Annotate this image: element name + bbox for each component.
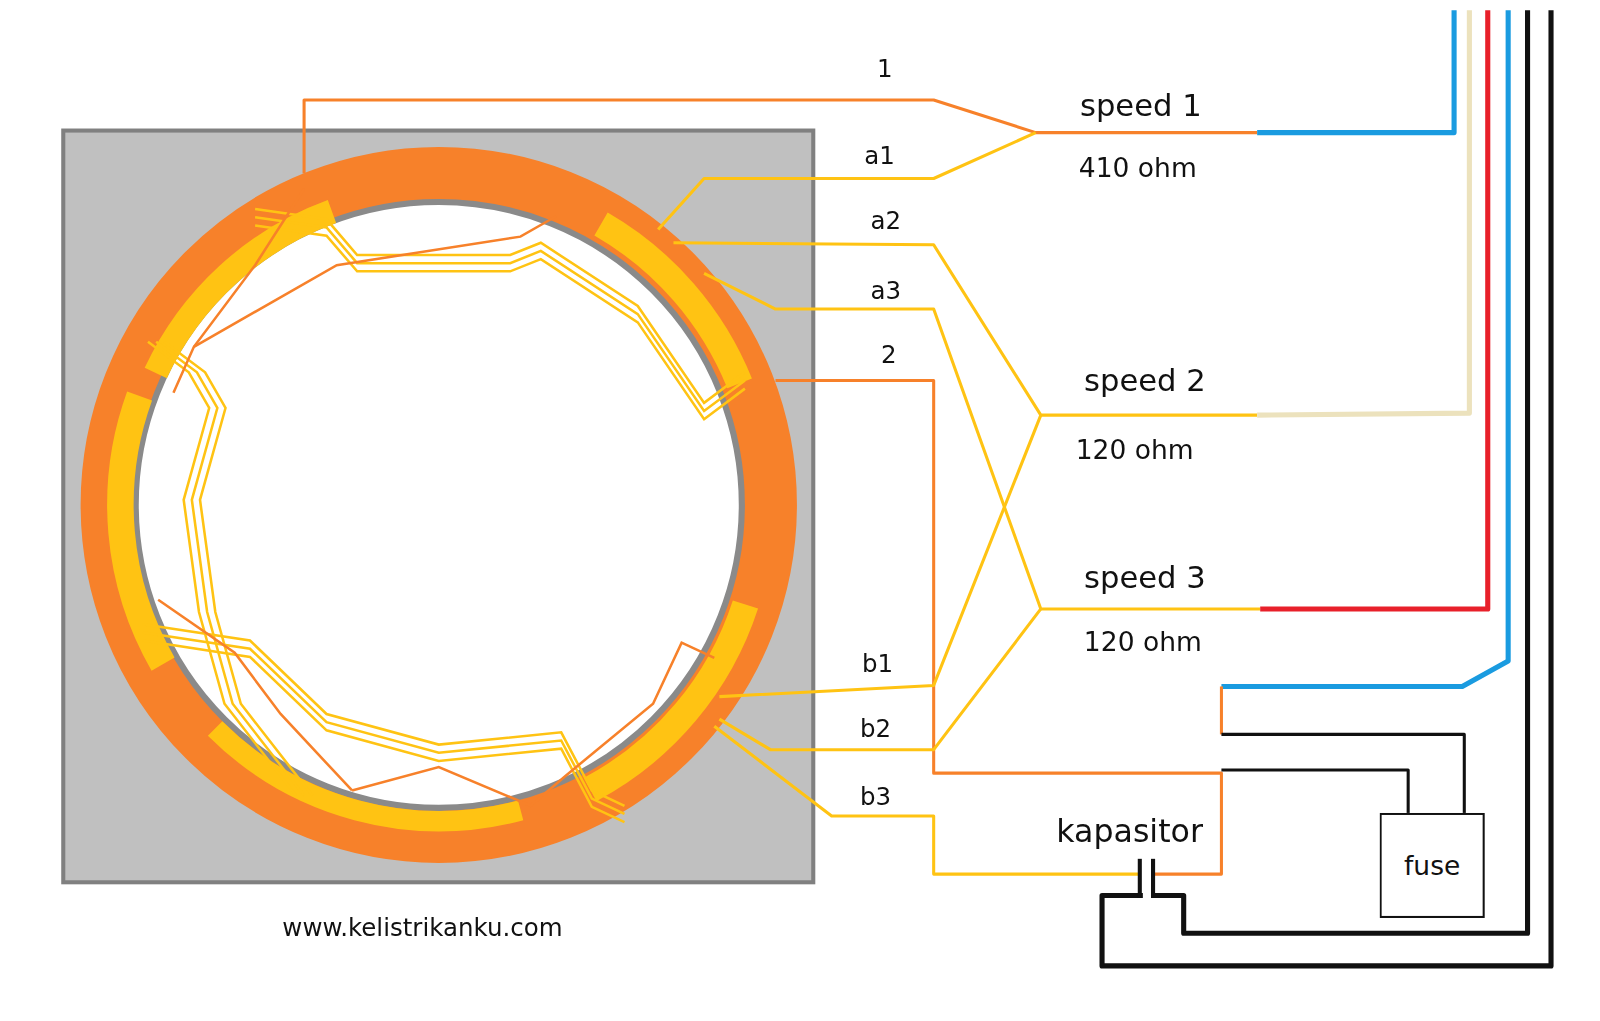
coil-group	[156, 212, 332, 373]
capacitor-symbol	[1151, 859, 1155, 898]
lead-name: a2	[870, 208, 901, 235]
coil-group	[120, 396, 163, 664]
fuse-box: fuse	[1380, 813, 1485, 918]
speed-label: speed 3	[1084, 560, 1206, 594]
wire	[673, 243, 1257, 415]
wire	[1151, 10, 1528, 933]
wire	[719, 609, 1040, 750]
wire	[1257, 10, 1454, 132]
watermark: www.kelistrikanku.com	[282, 915, 562, 942]
coil-winding	[148, 342, 296, 796]
speed-label: speed 1	[1080, 88, 1202, 122]
lead-name: b3	[860, 783, 891, 810]
coil-winding	[158, 600, 352, 791]
wire	[1221, 734, 1464, 813]
coil-winding	[156, 342, 304, 796]
resistance-value: 120 ohm	[1076, 435, 1194, 464]
speed-label: speed 2	[1084, 364, 1206, 398]
lead-name: a3	[870, 277, 901, 304]
wire	[719, 415, 1040, 697]
wire	[1221, 770, 1408, 813]
resistance-value: 410 ohm	[1079, 154, 1197, 183]
lead-name: b2	[860, 716, 891, 743]
stator-ring	[107, 173, 770, 836]
component-label: kapasitor	[1056, 814, 1203, 849]
wire	[1220, 686, 1223, 734]
wire	[1260, 10, 1488, 609]
wire	[704, 273, 1260, 609]
wire	[658, 133, 1036, 230]
lead-number: 2	[881, 341, 897, 368]
wire	[714, 726, 1138, 874]
coil-winding	[143, 641, 625, 823]
rotor-bore	[136, 202, 742, 808]
coil-winding	[164, 342, 312, 796]
lead-name: b1	[862, 651, 893, 678]
resistance-value: 120 ohm	[1084, 628, 1202, 657]
coil-winding	[173, 189, 304, 393]
wire	[776, 380, 1222, 874]
coil-winding	[255, 225, 745, 419]
coil-winding	[194, 216, 556, 347]
lead-name: a1	[864, 143, 895, 170]
lead-number: 1	[877, 56, 893, 83]
wire	[1257, 10, 1469, 415]
capacitor-symbol	[1138, 859, 1142, 898]
wire	[1221, 10, 1508, 686]
fuse-label: fuse	[1404, 850, 1460, 881]
coil-winding	[255, 217, 745, 411]
coil-winding	[352, 643, 714, 806]
